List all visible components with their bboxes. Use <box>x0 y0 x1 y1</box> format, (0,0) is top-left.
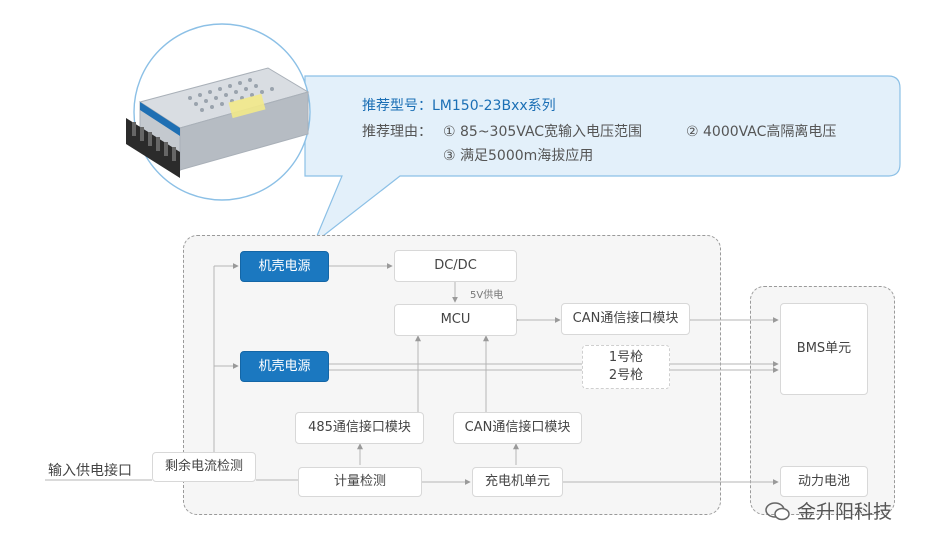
housing-power-supply-2: 机壳电源 <box>240 351 329 382</box>
can-module-bottom: CAN通信接口模块 <box>453 412 582 444</box>
wechat-icon <box>765 501 791 521</box>
can-module-top: CAN通信接口模块 <box>561 303 690 335</box>
reason-2: ② 4000VAC高隔离电压 <box>686 124 837 140</box>
gun-2-label: 2号枪 <box>608 368 644 383</box>
watermark: 金升阳科技 <box>765 497 892 524</box>
mcu-node: MCU <box>394 304 517 336</box>
reason-3: ③ 满足5000m海拔应用 <box>443 148 594 164</box>
rs485-module: 485通信接口模块 <box>295 412 424 444</box>
residual-current-detection: 剩余电流检测 <box>152 452 256 482</box>
bms-unit: BMS单元 <box>780 303 868 395</box>
five-volt-label: 5V供电 <box>470 290 504 301</box>
recommended-model-text: 推荐型号：LM150-23Bxx系列 <box>362 98 556 114</box>
housing-power-supply-1: 机壳电源 <box>240 251 329 282</box>
input-power-interface-label: 输入供电接口 <box>48 463 132 479</box>
power-supply-icon <box>126 67 310 178</box>
charging-guns-node: 1号枪 2号枪 <box>582 345 670 389</box>
watermark-text: 金升阳科技 <box>797 501 893 523</box>
callout-bubble <box>304 75 901 245</box>
metering-detection: 计量检测 <box>298 467 422 497</box>
gun-1-label: 1号枪 <box>608 350 644 365</box>
recommend-reason-label: 推荐理由： <box>362 124 432 140</box>
reason-1: ① 85~305VAC宽输入电压范围 <box>443 124 643 140</box>
dcdc-node: DC/DC <box>394 250 517 282</box>
power-battery: 动力电池 <box>780 466 868 497</box>
charger-unit: 充电机单元 <box>472 467 563 497</box>
